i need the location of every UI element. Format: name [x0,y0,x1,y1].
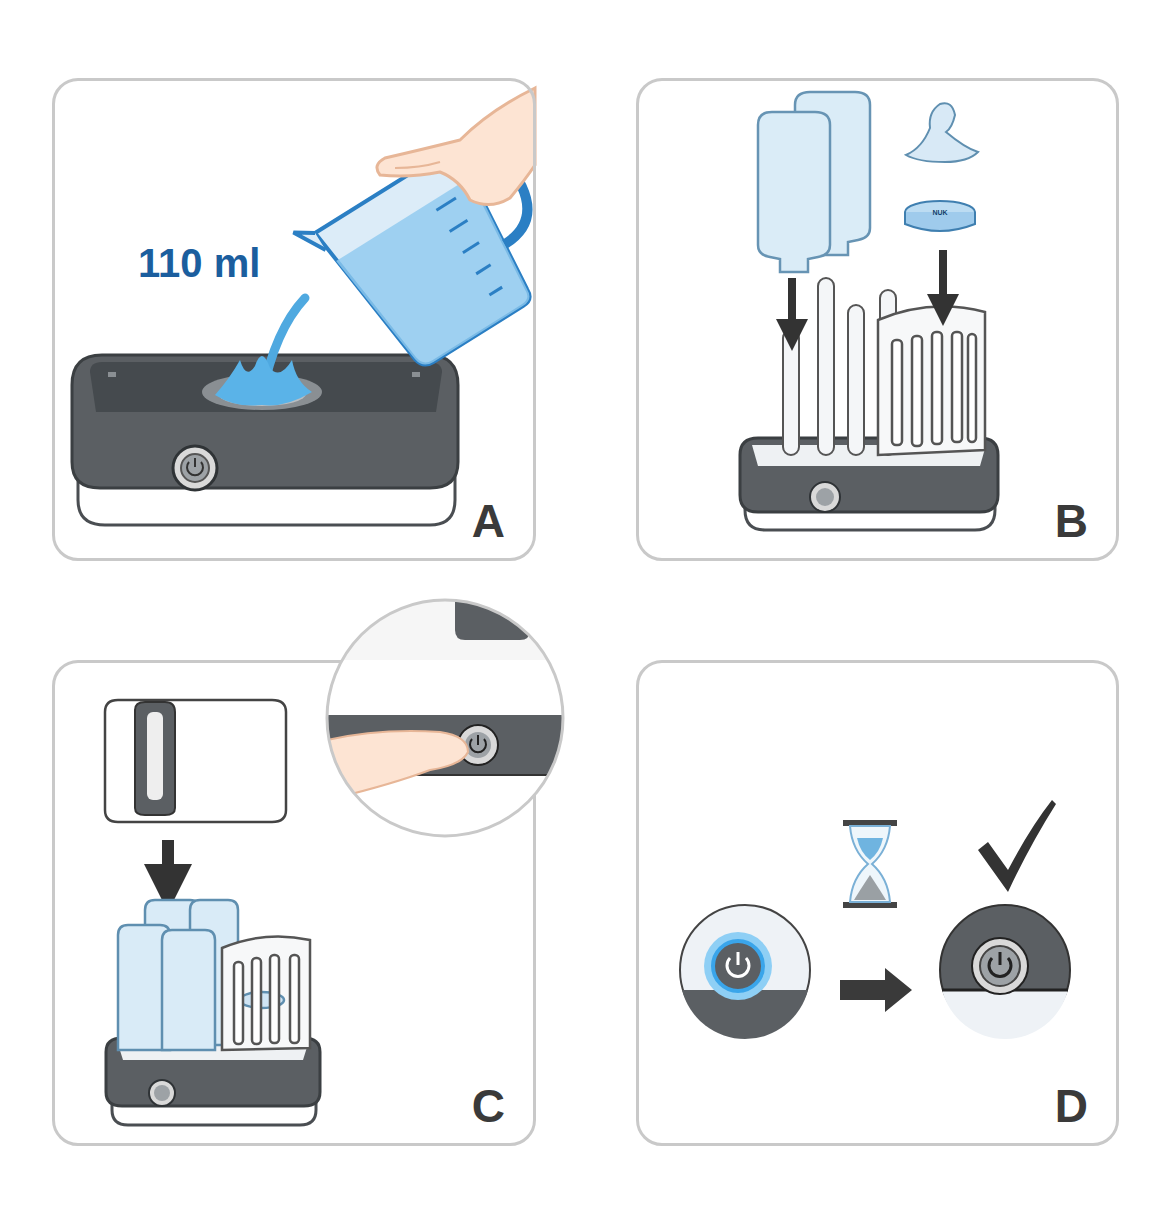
right-arrow [840,968,912,1012]
step-panel: B [636,78,1119,561]
hourglass-icon [843,820,897,908]
step-letter: A [472,498,505,544]
volume-label: 110 ml [138,243,260,283]
step-panel: D [636,660,1119,1146]
down-arrow [788,278,796,335]
water-splash [215,298,312,406]
steriliser-base [72,355,458,525]
step-letter: D [1055,1083,1088,1129]
step-letter: C [472,1083,505,1129]
teat-basket [222,936,310,1050]
steriliser-lid [105,700,286,822]
step-letter: B [1055,498,1088,544]
bottles [118,900,238,1050]
step-panel: A [52,78,536,561]
hand [377,88,535,205]
down-arrow [939,250,947,310]
button-on [680,905,810,1039]
teat [905,103,978,231]
bottles [758,92,870,272]
step-panel: C [52,660,536,1146]
check-mark [978,800,1056,892]
button-off [940,905,1070,1039]
teat-basket [878,307,985,455]
brand-mark: NUK [932,209,947,216]
down-arrow [162,840,174,888]
